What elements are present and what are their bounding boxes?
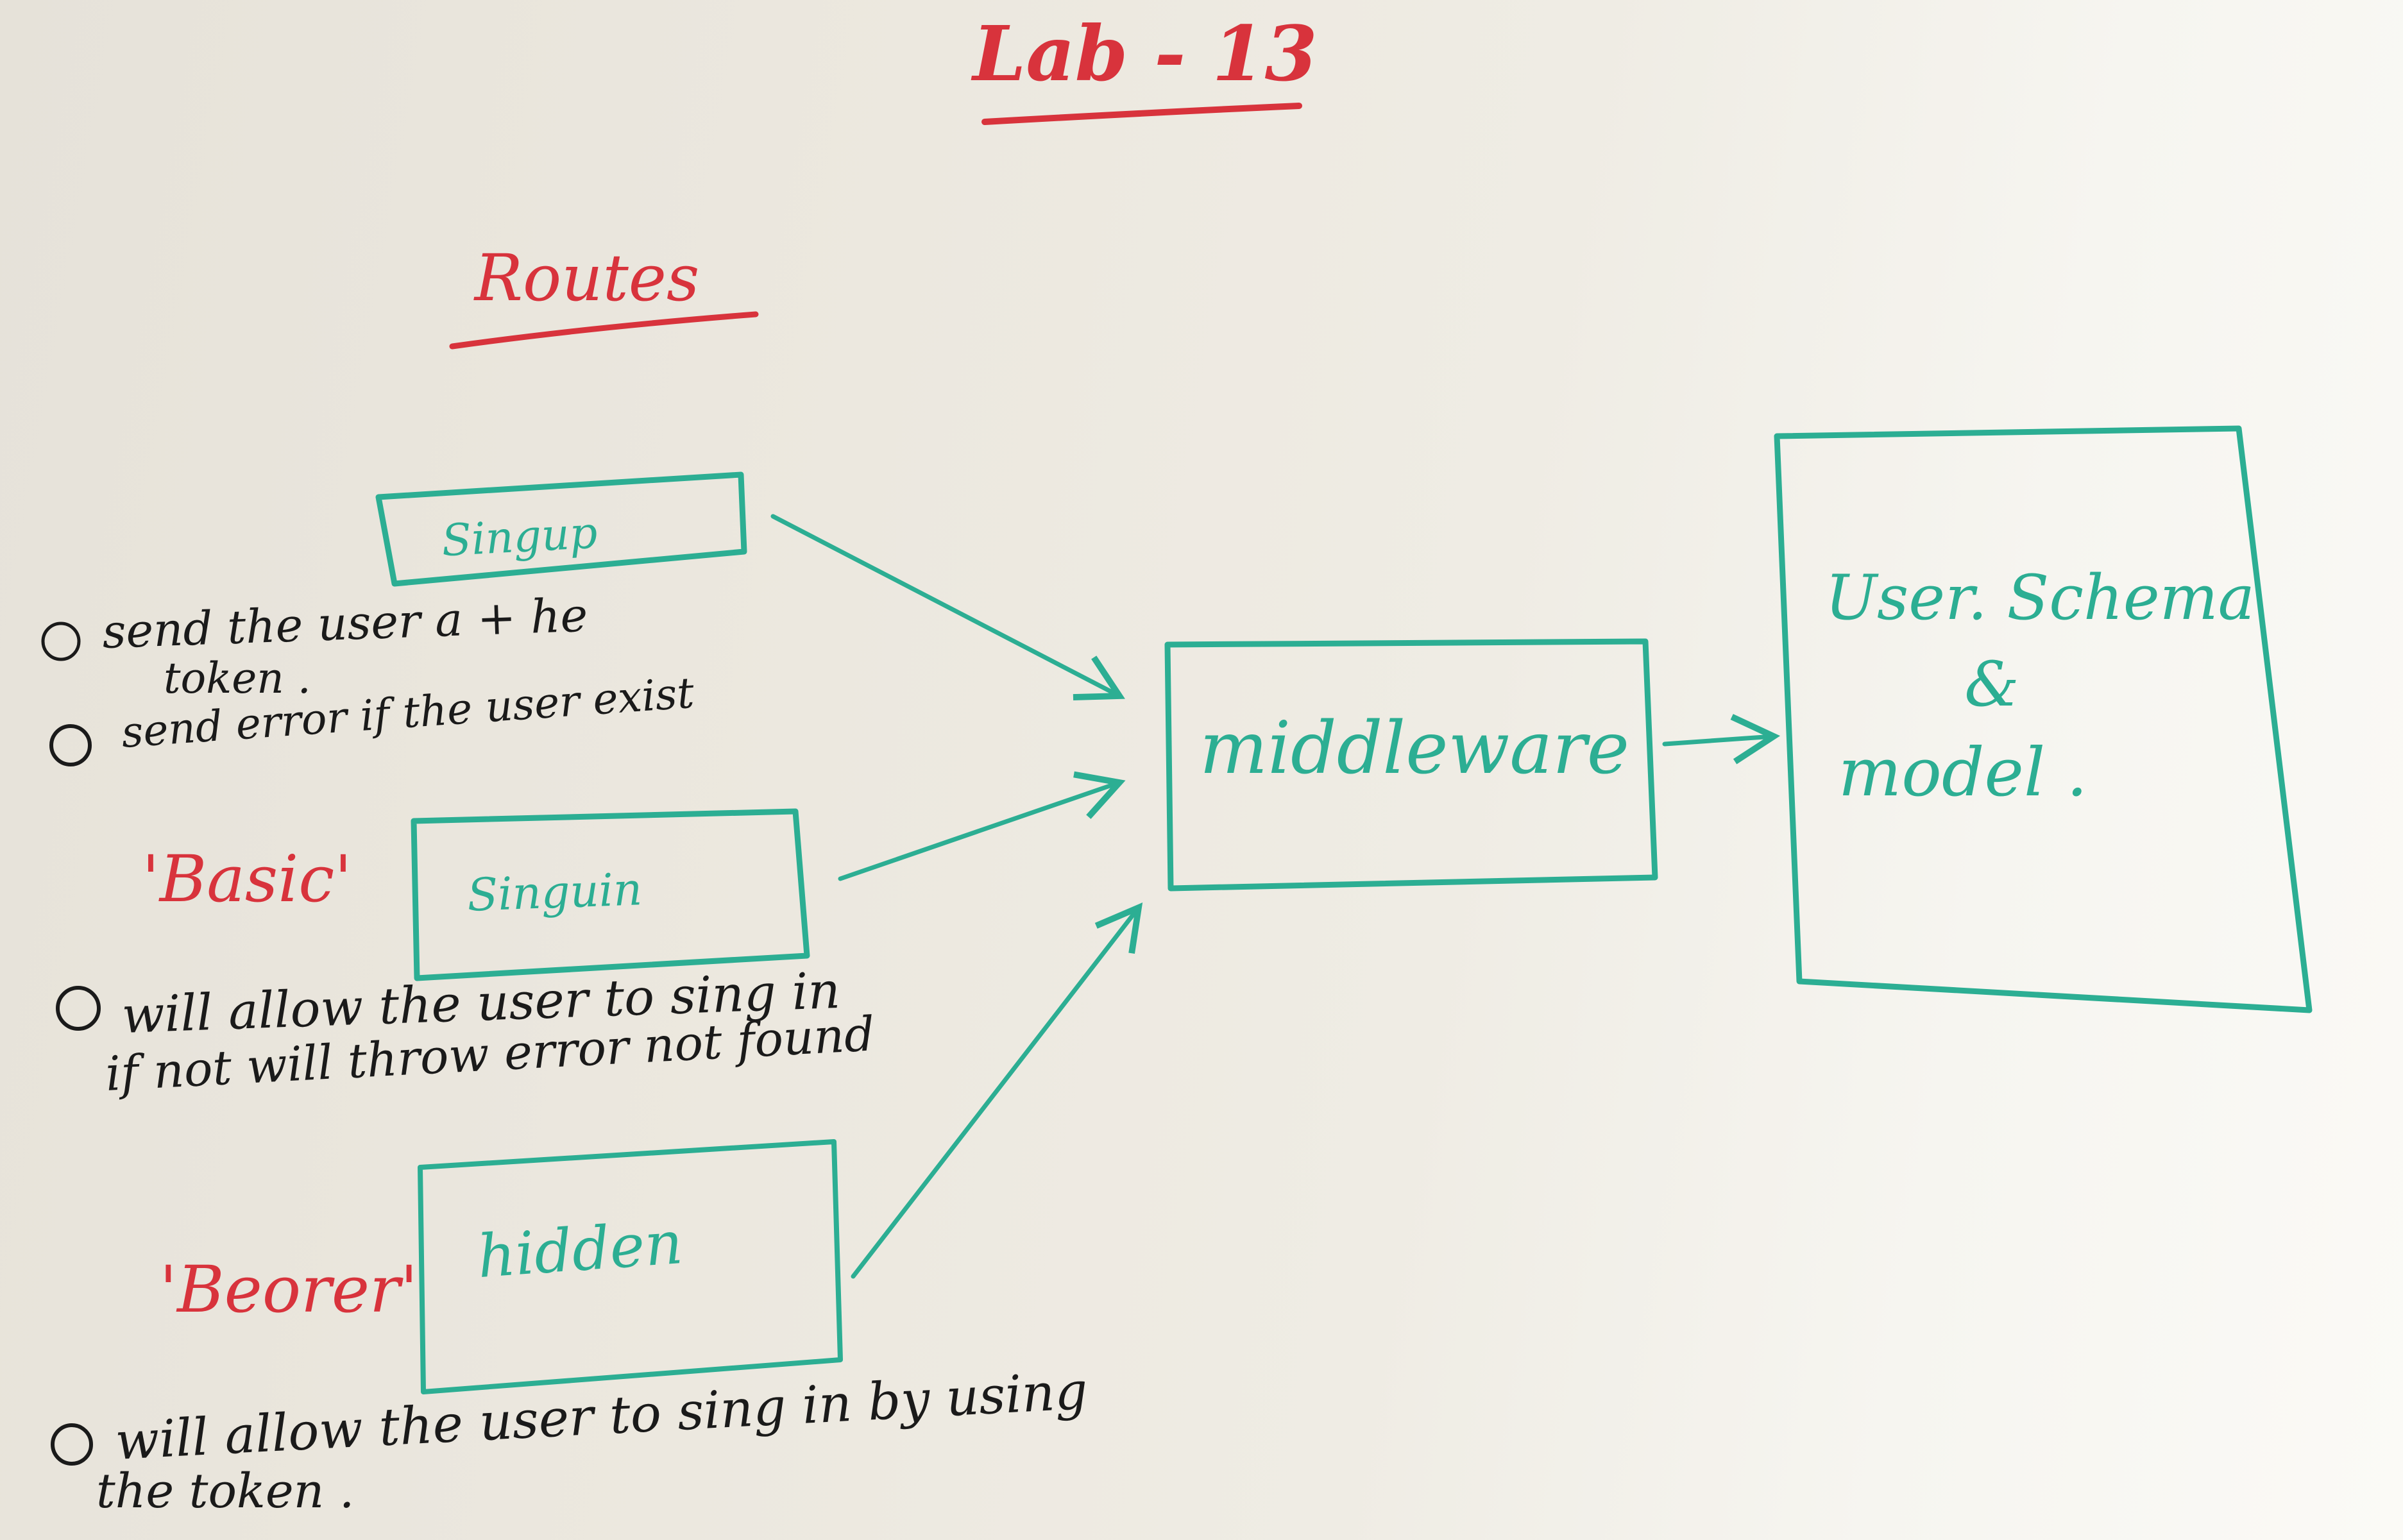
schema-label-line-1: User. Schema: [1825, 562, 2255, 634]
schema-label-line-3: model .: [1838, 733, 2088, 811]
signin-route-box: [411, 808, 810, 981]
signup-to-middleware-arrow: [770, 514, 1125, 700]
signup-route-label: Singup: [440, 508, 599, 567]
hidden-to-middleware-arrow: [851, 902, 1143, 1279]
title-underline: [981, 103, 1302, 125]
routes-underline: [449, 311, 759, 350]
signin-to-middleware-arrow: [838, 771, 1126, 881]
note-bullet-3: [56, 986, 101, 1031]
middleware-box: [1164, 638, 1658, 892]
note-bullet-1: [41, 622, 81, 661]
hidden-route-label: hidden: [475, 1208, 685, 1291]
middleware-label: middleware: [1200, 707, 1629, 790]
signup-route-box: [375, 471, 747, 587]
hidden-route-box: [418, 1139, 843, 1394]
diagram-title: Lab - 13: [971, 9, 1317, 98]
user-schema-box: [1774, 425, 2313, 1013]
routes-heading: Routes: [473, 241, 700, 316]
signin-route-label: Singuin: [466, 863, 643, 921]
hidden-note-line-2: the token .: [96, 1464, 354, 1519]
signup-note-line-2: token .: [164, 654, 311, 703]
signup-note-line-1: send the user a + he: [101, 588, 588, 659]
schema-label-line-2: &: [1964, 648, 2019, 720]
bearer-auth-label: 'Beorer': [160, 1252, 418, 1327]
note-bullet-2: [49, 724, 92, 766]
middleware-to-schema-arrow: [1662, 714, 1781, 765]
note-bullet-4: [51, 1423, 93, 1466]
basic-auth-label: 'Basic': [142, 842, 352, 917]
